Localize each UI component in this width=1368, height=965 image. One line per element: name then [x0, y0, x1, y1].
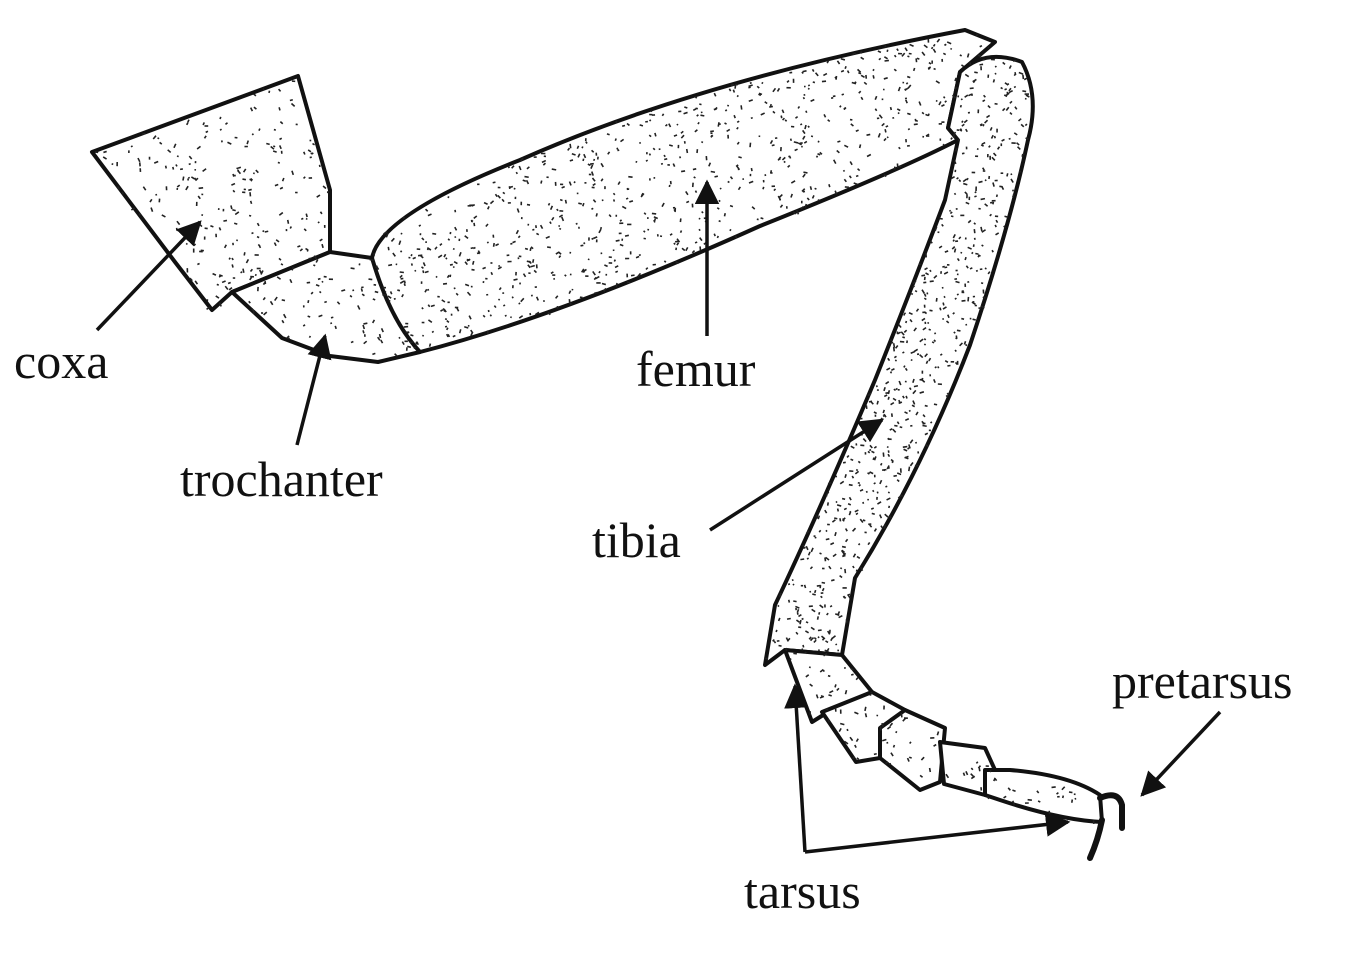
label-coxa: coxa [14, 333, 108, 389]
tarsus-segment-3 [878, 708, 947, 792]
tibia-arrow [709, 418, 885, 532]
femur-segment [370, 28, 997, 354]
pretarsus-claws [1087, 792, 1125, 861]
label-femur: femur [636, 341, 756, 397]
label-tibia: tibia [592, 512, 681, 568]
pretarsus-arrow [1140, 710, 1222, 797]
tarsus-arrow-2 [804, 812, 1071, 854]
tibia-segment [763, 54, 1035, 667]
leg-drawing [90, 28, 1125, 861]
label-tarsus: tarsus [744, 863, 861, 919]
tarsus-segment-5 [983, 768, 1104, 824]
coxa-arrow [95, 220, 202, 332]
labels: coxa trochanter femur tibia tarsus preta… [14, 333, 1293, 919]
pointer-arrows [95, 179, 1222, 854]
trochanter-segment [230, 250, 422, 364]
label-trochanter: trochanter [180, 451, 383, 507]
tarsus-arrow-1 [784, 683, 809, 853]
speckle-texture [94, 33, 1095, 825]
trochanter-arrow [295, 333, 332, 446]
label-pretarsus: pretarsus [1112, 653, 1293, 709]
